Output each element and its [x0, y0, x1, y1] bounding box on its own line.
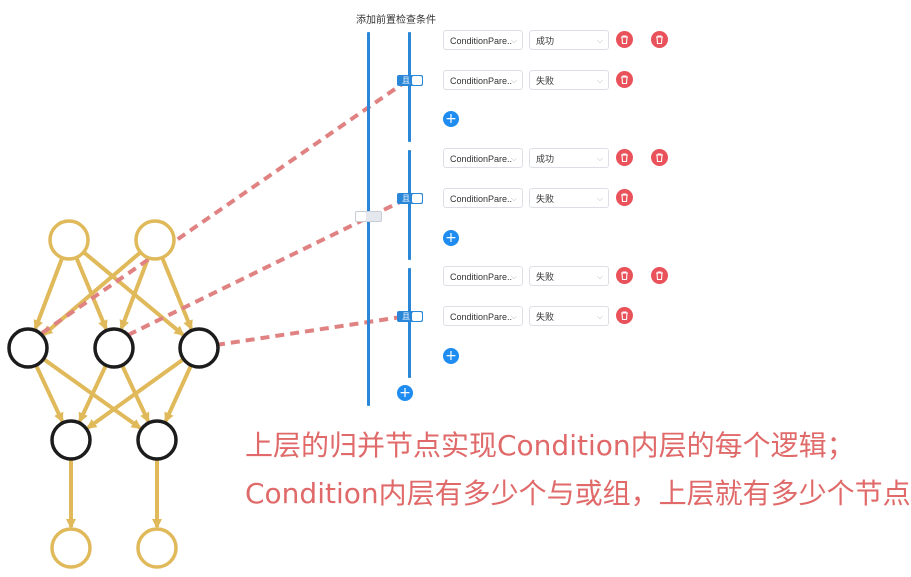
graph-nodes — [7, 219, 220, 569]
graph-node-t2 — [134, 219, 176, 261]
trash-icon — [621, 271, 628, 281]
delete-group-button[interactable] — [651, 149, 668, 166]
value-text: 失败 — [536, 194, 555, 204]
trash-icon — [621, 153, 628, 163]
value-select[interactable]: 失败 ⌵ — [529, 266, 609, 286]
field-select[interactable]: ConditionPare..⌵ — [443, 30, 523, 50]
toggle-label: 且 — [402, 194, 410, 203]
group-bar-2 — [408, 150, 411, 260]
trash-icon — [656, 35, 663, 45]
value-select[interactable]: 成功 ⌵ — [529, 148, 609, 168]
chevron-down-icon: ⌵ — [596, 76, 603, 85]
chevron-down-icon: ⌵ — [510, 272, 517, 281]
add-group-button[interactable]: + — [397, 385, 413, 401]
toggle-knob — [412, 76, 422, 85]
delete-condition-button[interactable] — [616, 189, 633, 206]
add-condition-button[interactable]: + — [443, 348, 459, 364]
graph-arrow — [86, 357, 185, 430]
field-value: ConditionPare.. — [450, 154, 513, 164]
chevron-down-icon: ⌵ — [596, 36, 603, 45]
caption-line-2: Condition内层有多少个与或组，上层就有多少个节点 — [245, 477, 911, 510]
field-value: ConditionPare.. — [450, 194, 513, 204]
graph-arrow — [78, 364, 108, 423]
chevron-down-icon: ⌵ — [510, 76, 517, 85]
caption-line-1: 上层的归并节点实现Condition内层的每个逻辑； — [245, 429, 855, 462]
delete-condition-button[interactable] — [616, 267, 633, 284]
graph-node-m2 — [93, 327, 135, 369]
chevron-down-icon: ⌵ — [596, 194, 603, 203]
value-select[interactable]: 失败 ⌵ — [529, 188, 609, 208]
dashed-link — [215, 314, 409, 347]
delete-condition-button[interactable] — [616, 31, 633, 48]
group-bar-1 — [408, 32, 411, 142]
chevron-down-icon: ⌵ — [596, 312, 603, 321]
value-text: 成功 — [536, 154, 555, 164]
delete-condition-button[interactable] — [616, 307, 633, 324]
chevron-down-icon: ⌵ — [596, 272, 603, 281]
graph-arrow — [160, 256, 193, 331]
graph-node-b1 — [50, 419, 92, 461]
field-value: ConditionPare.. — [450, 36, 513, 46]
outer-logic-toggle[interactable] — [355, 211, 382, 222]
trash-icon — [621, 35, 628, 45]
chevron-down-icon: ⌵ — [510, 312, 517, 321]
delete-group-button[interactable] — [651, 267, 668, 284]
field-select[interactable]: ConditionPare..⌵ — [443, 70, 523, 90]
group-logic-toggle-2[interactable]: 且 — [397, 193, 423, 204]
group-logic-toggle-1[interactable]: 且 — [397, 75, 423, 86]
chevron-down-icon: ⌵ — [510, 154, 517, 163]
graph-arrow — [33, 257, 65, 331]
value-text: 失败 — [536, 76, 555, 86]
trash-icon — [621, 311, 628, 321]
field-select[interactable]: ConditionPare..⌵ — [443, 306, 523, 326]
delete-condition-button[interactable] — [616, 149, 633, 166]
field-value: ConditionPare.. — [450, 272, 513, 282]
graph-edges — [33, 250, 193, 529]
graph-node-t1 — [48, 219, 90, 261]
toggle-knob — [412, 194, 422, 203]
value-text: 成功 — [536, 36, 555, 46]
panel-title: 添加前置检查条件 — [356, 15, 436, 26]
delete-condition-button[interactable] — [616, 71, 633, 88]
add-condition-button[interactable]: + — [443, 111, 459, 127]
value-select[interactable]: 失败 ⌵ — [529, 306, 609, 326]
value-text: 失败 — [536, 272, 555, 282]
toggle-knob — [412, 312, 422, 321]
chevron-down-icon: ⌵ — [596, 154, 603, 163]
add-condition-button[interactable]: + — [443, 230, 459, 246]
graph-arrow — [34, 364, 64, 423]
field-value: ConditionPare.. — [450, 76, 513, 86]
chevron-down-icon: ⌵ — [510, 194, 517, 203]
graph-node-o2 — [136, 527, 178, 569]
graph-node-m3 — [178, 327, 220, 369]
value-text: 失败 — [536, 312, 555, 322]
field-select[interactable]: ConditionPare..⌵ — [443, 148, 523, 168]
graph-arrow — [119, 257, 151, 331]
group-logic-toggle-3[interactable]: 且 — [397, 311, 423, 322]
field-value: ConditionPare.. — [450, 312, 513, 322]
dashed-link — [40, 78, 410, 335]
toggle-label: 且 — [402, 312, 410, 321]
graph-node-b2 — [136, 419, 178, 461]
trash-icon — [656, 153, 663, 163]
toggle-knob — [356, 212, 366, 221]
graph-node-m1 — [7, 327, 49, 369]
graph-arrow — [163, 364, 193, 423]
value-select[interactable]: 成功 ⌵ — [529, 30, 609, 50]
field-select[interactable]: ConditionPare..⌵ — [443, 188, 523, 208]
delete-group-button[interactable] — [651, 31, 668, 48]
trash-icon — [621, 193, 628, 203]
value-select[interactable]: 失败 ⌵ — [529, 70, 609, 90]
graph-node-o1 — [50, 527, 92, 569]
trash-icon — [621, 75, 628, 85]
chevron-down-icon: ⌵ — [510, 36, 517, 45]
field-select[interactable]: ConditionPare..⌵ — [443, 266, 523, 286]
trash-icon — [656, 271, 663, 281]
toggle-label: 且 — [402, 76, 410, 85]
group-bar-3 — [408, 268, 411, 378]
